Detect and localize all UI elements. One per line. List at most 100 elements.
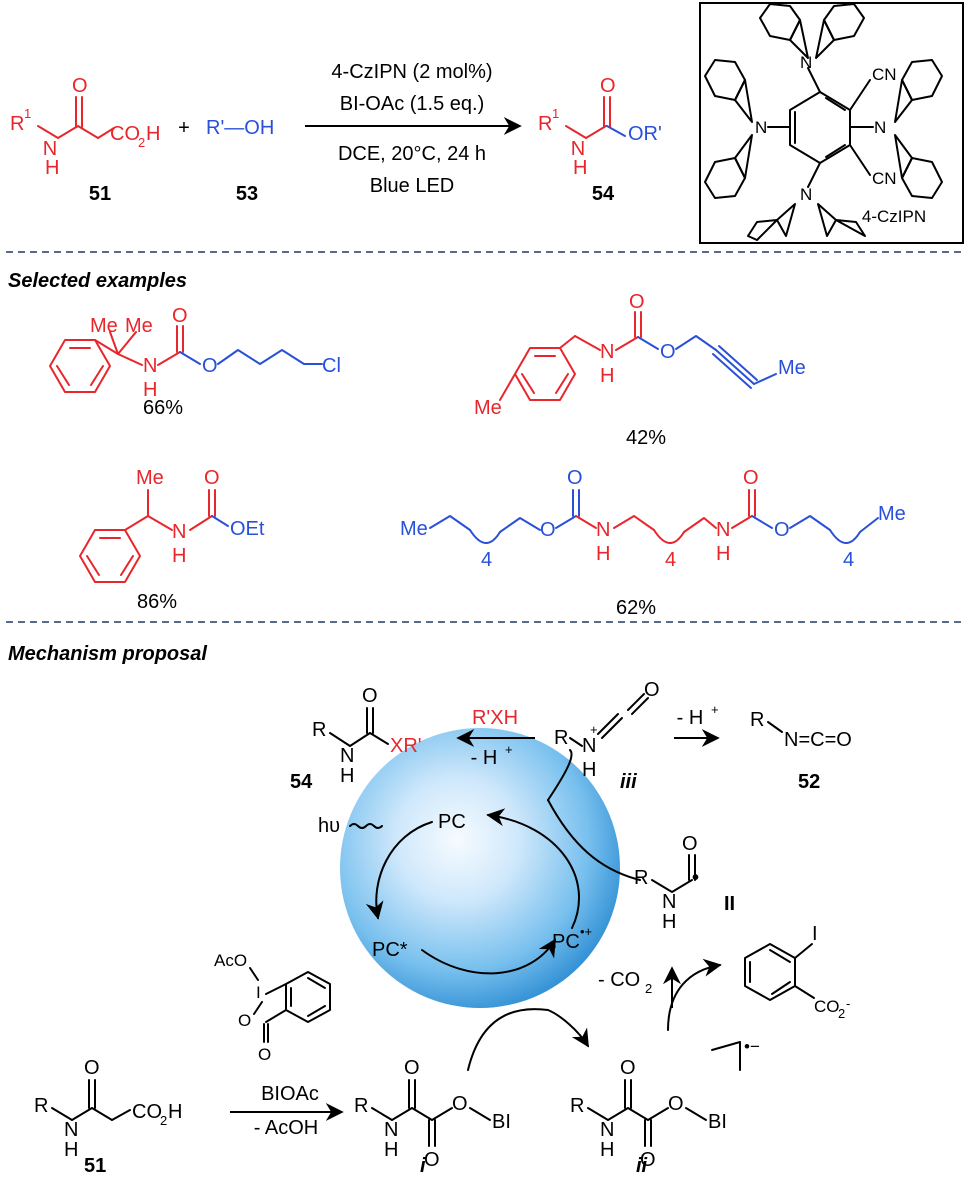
example-4: Me 4 O O N H 4 N H O O 4 Me 62% (400, 467, 906, 619)
o-label: O (640, 1149, 656, 1171)
label-52: 52 (798, 771, 820, 793)
label-i: i (420, 1155, 426, 1177)
me-label: Me (878, 503, 906, 525)
n-label: N (662, 891, 676, 913)
alcohol-label: R'—OH (206, 117, 274, 139)
intermediate-i: R N H O O O BI i (354, 1057, 511, 1177)
intermediate-iii: R N + H O iii (554, 679, 660, 793)
h-label: H (384, 1139, 398, 1161)
n-label: N (384, 1119, 398, 1141)
r-label: R (750, 709, 764, 731)
h-label: H (340, 765, 354, 787)
iodo-label: I (256, 983, 261, 1002)
o-label: O (204, 467, 220, 489)
cn-label-top: CN (872, 65, 897, 84)
pc-cation-label: PC (552, 931, 580, 953)
xr-label: XR' (390, 735, 422, 757)
mech-reactant-51: R N H O CO 2 H 51 (34, 1057, 182, 1177)
co2-minus-label: CO (814, 997, 840, 1016)
r1-label: R (10, 113, 24, 135)
minus-h-label: - H (471, 747, 498, 769)
o-label: O (629, 291, 645, 313)
co2h-h: H (146, 123, 160, 145)
n-label: N (143, 355, 157, 377)
me-label: Me (90, 315, 118, 337)
cn-label-bottom: CN (872, 169, 897, 188)
o-label: O (660, 341, 676, 363)
r1-superscript: 1 (552, 106, 559, 121)
compound-53-label: 53 (236, 183, 258, 205)
co2h-label: CO (110, 123, 140, 145)
yield-ex4: 62% (616, 597, 656, 619)
czipn-box-label: 4-CzIPN (862, 207, 926, 226)
me-label: Me (136, 467, 164, 489)
compound-54-label: 54 (592, 183, 615, 205)
n-label: N (340, 745, 354, 767)
intermediate-ii: R N H O O O BI •− ii (570, 1037, 760, 1177)
o-label: O (644, 679, 660, 701)
arrow-decarboxylation (667, 958, 722, 1031)
n-label: N (596, 519, 610, 541)
radical-anion-sup: •− (744, 1037, 760, 1056)
oet-label: OEt (230, 518, 265, 540)
label-ii: ii (636, 1155, 648, 1177)
h-label: H (64, 1139, 78, 1161)
minus-acoh-label: - AcOH (254, 1117, 318, 1139)
n-label: N (600, 341, 614, 363)
r1-label: R (538, 113, 552, 135)
o-label: O (362, 685, 378, 707)
o-label: O (424, 1149, 440, 1171)
o-label: O (567, 467, 583, 489)
co2-minus-sub: 2 (838, 1006, 845, 1021)
n-carbazole-top: N (800, 53, 812, 72)
hv-label: hυ (318, 815, 340, 837)
h-label: H (600, 365, 614, 387)
h-label: H (45, 157, 59, 179)
reactant-51: R 1 N H O CO 2 H 51 (10, 75, 160, 205)
n-label: N (716, 519, 730, 541)
label-II: II (724, 893, 735, 915)
me-label: Me (125, 315, 153, 337)
yield-ex3: 86% (137, 591, 177, 613)
bi-label: BI (708, 1111, 727, 1133)
repeat-4: 4 (481, 549, 492, 571)
n-label: N (600, 1119, 614, 1141)
n-carbazole-left: N (755, 118, 767, 137)
minus-sup: - (846, 996, 850, 1011)
o-label: O (620, 1057, 636, 1079)
o-label: O (774, 519, 790, 541)
r1-superscript: 1 (24, 106, 31, 121)
o-label: O (404, 1057, 420, 1079)
o-label: O (84, 1057, 100, 1079)
r-label: R (634, 867, 648, 889)
o-label: O (600, 75, 616, 97)
r-label: R (34, 1095, 48, 1117)
radical-II: R N H O • II (634, 833, 735, 933)
iodo-label: I (812, 923, 818, 945)
mechanism-title: Mechanism proposal (8, 643, 207, 665)
bracket-icon (711, 1041, 741, 1071)
pc-star-label: PC* (372, 939, 408, 961)
me-label: Me (778, 357, 806, 379)
compound-51-label: 51 (89, 183, 111, 205)
or-label: OR' (628, 123, 662, 145)
h-label: H (662, 911, 676, 933)
o-label: O (258, 1045, 271, 1064)
n-label: N (43, 138, 57, 160)
o-label: O (452, 1093, 468, 1115)
yield-ex2: 42% (626, 427, 666, 449)
hv-wavy-icon (349, 823, 383, 829)
co2h-label: CO (132, 1101, 162, 1123)
h-plus-sup: + (505, 742, 513, 757)
o-label: O (743, 467, 759, 489)
n-label: N (64, 1119, 78, 1141)
light-label: Blue LED (370, 175, 455, 197)
arrow-ii-to-iii (547, 799, 641, 881)
reaction-arrow: 4-CzIPN (2 mol%) BI-OAc (1.5 eq.) DCE, 2… (305, 61, 522, 197)
czipn-box: CN CN N N N N 4-CzIPN (699, 2, 964, 244)
examples-title: Selected examples (8, 270, 187, 292)
h-label: H (716, 543, 730, 565)
r-label: R (354, 1095, 368, 1117)
n-label: N (582, 735, 596, 757)
